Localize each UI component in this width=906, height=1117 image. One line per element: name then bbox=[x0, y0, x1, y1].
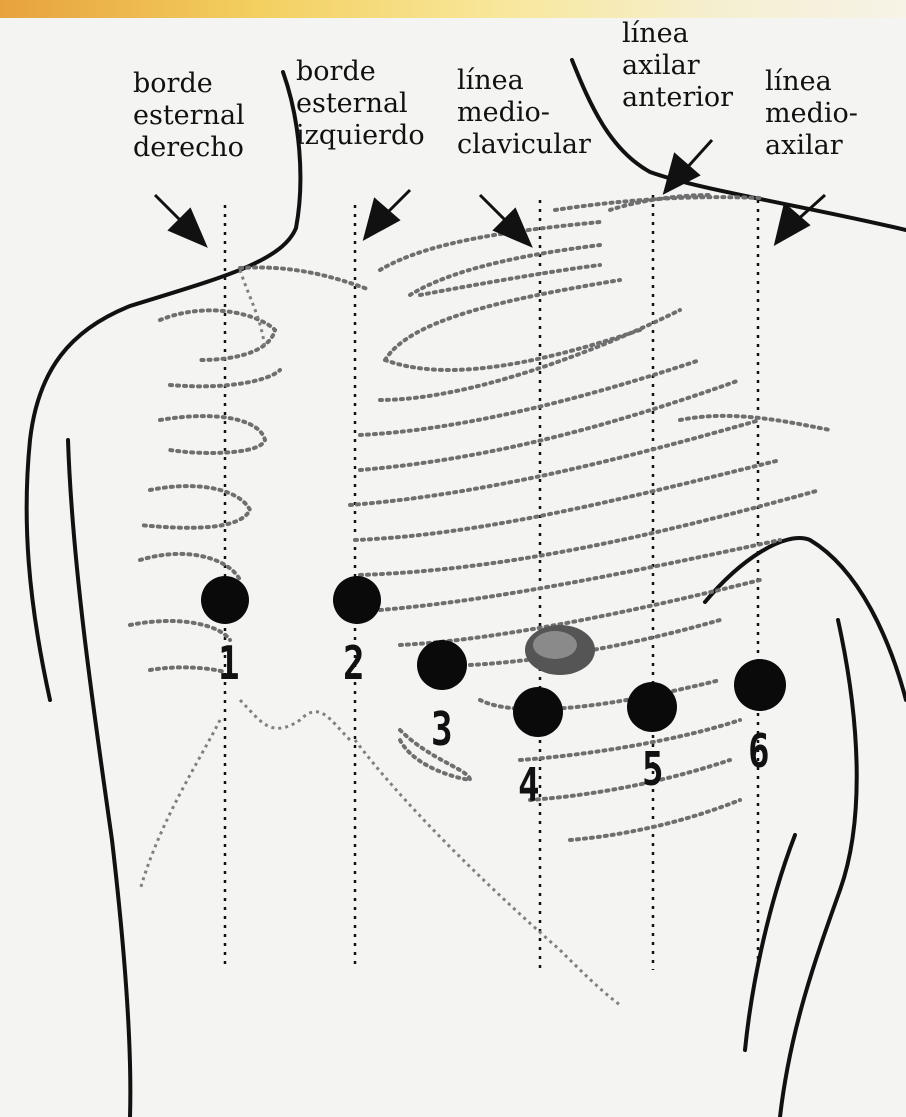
torso-right-outline bbox=[68, 440, 130, 1117]
body-outline bbox=[27, 60, 906, 1117]
heart-apex-mark bbox=[525, 625, 595, 675]
label-line: borde bbox=[296, 56, 376, 87]
arrow-left-sternal bbox=[365, 190, 410, 238]
rib-cage bbox=[130, 195, 830, 840]
label-line: medio- bbox=[457, 97, 550, 128]
electrode-6 bbox=[734, 659, 786, 711]
label-midaxillary-line: línea medio- axilar bbox=[765, 66, 858, 162]
label-line: borde bbox=[133, 68, 213, 99]
label-line: esternal bbox=[296, 88, 408, 119]
electrode-number-6: 6 bbox=[748, 728, 770, 774]
electrode-2 bbox=[333, 576, 381, 624]
electrode-3 bbox=[417, 640, 467, 690]
label-line: axilar bbox=[765, 130, 843, 161]
label-line: línea bbox=[765, 66, 832, 97]
electrode-number-3: 3 bbox=[431, 706, 453, 752]
label-line: esternal bbox=[133, 100, 245, 131]
label-left-sternal-border: borde esternal izquierdo bbox=[296, 56, 425, 152]
torso-left-inner bbox=[745, 835, 795, 1050]
label-midclavicular-line: línea medio- clavicular bbox=[457, 65, 591, 161]
label-line: clavicular bbox=[457, 129, 591, 160]
electrode-number-5: 5 bbox=[642, 746, 664, 792]
label-line: derecho bbox=[133, 132, 244, 163]
electrode-number-1: 1 bbox=[218, 640, 240, 686]
electrodes bbox=[201, 576, 786, 737]
label-line: axilar bbox=[622, 50, 700, 81]
torso-left-outline bbox=[780, 620, 857, 1117]
label-line: anterior bbox=[622, 82, 733, 113]
label-line: línea bbox=[457, 65, 524, 96]
label-line: medio- bbox=[765, 98, 858, 129]
electrode-5 bbox=[627, 682, 677, 732]
electrode-1 bbox=[201, 576, 249, 624]
arrow-right-sternal bbox=[155, 195, 205, 245]
label-line: línea bbox=[622, 18, 689, 49]
electrode-4 bbox=[513, 687, 563, 737]
label-right-sternal-border: borde esternal derecho bbox=[133, 68, 245, 164]
label-anterior-axillary-line: línea axilar anterior bbox=[622, 18, 733, 114]
label-line: izquierdo bbox=[296, 120, 425, 151]
electrode-number-2: 2 bbox=[343, 640, 365, 686]
electrode-number-4: 4 bbox=[518, 762, 540, 808]
neck-right-outline bbox=[27, 72, 301, 700]
arm-left-outline bbox=[705, 538, 906, 700]
